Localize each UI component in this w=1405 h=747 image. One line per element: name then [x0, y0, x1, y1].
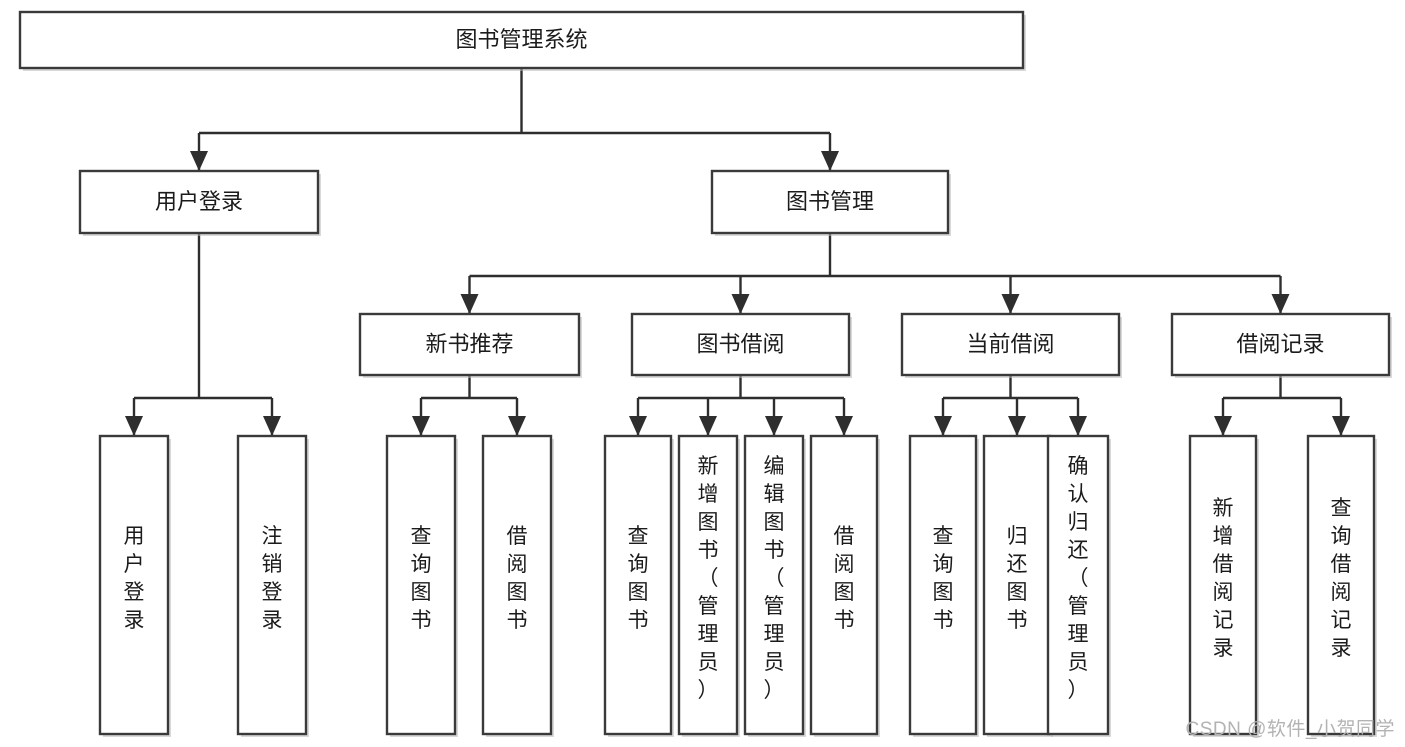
node-label: 借阅记录	[1236, 331, 1324, 356]
arrow-head-icon	[460, 294, 479, 314]
arrow-head-icon	[821, 151, 839, 171]
node-box	[908, 434, 978, 736]
edge-group-new-book-recommend	[412, 375, 526, 436]
node-box	[481, 434, 553, 736]
node-book-manage[interactable]: 图书管理	[710, 169, 951, 236]
node-leaf-borrow-book-1[interactable]: 借阅图书	[481, 434, 554, 737]
node-label: 查询借阅记录	[1331, 497, 1352, 660]
node-box	[78, 169, 320, 235]
arrow-head-icon	[1332, 416, 1350, 436]
node-borrow-record[interactable]: 借阅记录	[1170, 312, 1392, 378]
node-box	[1188, 434, 1258, 736]
node-label: 当前借阅	[966, 331, 1054, 356]
node-label: 注销登录	[262, 525, 283, 632]
node-box	[385, 434, 457, 736]
node-label: 新增借阅记录	[1213, 497, 1234, 660]
edge-group-book-manage	[460, 233, 1290, 314]
arrow-head-icon	[190, 151, 208, 171]
node-label: 图书管理系统	[455, 27, 587, 52]
edge-group-borrow-record	[1214, 375, 1350, 436]
node-leaf-return-book[interactable]: 归还图书	[982, 434, 1053, 737]
node-leaf-user-login[interactable]: 用户登录	[98, 434, 171, 737]
node-box	[743, 434, 805, 736]
node-leaf-query-borrow-record[interactable]: 查询借阅记录	[1306, 434, 1377, 737]
node-leaf-query-book-3[interactable]: 查询图书	[908, 434, 979, 737]
node-box	[630, 312, 851, 377]
node-label: 归还图书	[1007, 525, 1028, 632]
arrow-head-icon	[1271, 294, 1290, 314]
node-box	[236, 434, 308, 736]
node-box	[809, 434, 879, 736]
node-leaf-edit-book[interactable]: 编辑图书（管理员）	[743, 434, 806, 737]
arrow-head-icon	[629, 416, 647, 436]
node-box	[677, 434, 739, 736]
arrow-head-icon	[1214, 416, 1232, 436]
node-label: 确认归还（管理员）	[1068, 455, 1089, 702]
node-root[interactable]: 图书管理系统	[18, 10, 1026, 71]
node-new-book-recommend[interactable]: 新书推荐	[358, 312, 582, 378]
node-label: 查询图书	[933, 525, 954, 632]
arrow-head-icon	[508, 416, 526, 436]
node-label: 借阅图书	[507, 525, 528, 632]
node-box	[900, 312, 1121, 377]
arrow-head-icon	[934, 416, 952, 436]
edge-group-user-login	[125, 233, 281, 436]
arrow-head-icon	[835, 416, 853, 436]
node-label: 借阅图书	[834, 525, 855, 632]
edge-group-current-borrow	[934, 375, 1087, 436]
node-label: 用户登录	[155, 189, 243, 214]
node-layer: 图书管理系统用户登录图书管理新书推荐图书借阅当前借阅借阅记录用户登录注销登录查询…	[18, 10, 1392, 737]
arrow-head-icon	[699, 416, 717, 436]
node-label: 用户登录	[124, 525, 145, 632]
node-label: 新书推荐	[425, 331, 513, 356]
node-box	[358, 312, 581, 377]
node-box	[603, 434, 673, 736]
node-label: 新增图书（管理员）	[698, 455, 719, 702]
node-leaf-confirm-return[interactable]: 确认归还（管理员）	[1046, 434, 1111, 737]
node-user-login[interactable]: 用户登录	[78, 169, 321, 236]
arrow-head-icon	[1008, 416, 1026, 436]
node-box	[710, 169, 950, 235]
node-current-borrow[interactable]: 当前借阅	[900, 312, 1122, 378]
arrow-head-icon	[731, 294, 750, 314]
node-label: 图书借阅	[696, 331, 784, 356]
node-label: 图书管理	[786, 189, 874, 214]
arrow-head-icon	[1001, 294, 1020, 314]
node-leaf-user-logout[interactable]: 注销登录	[236, 434, 309, 737]
node-box	[98, 434, 170, 736]
arrow-head-icon	[263, 416, 281, 436]
arrow-head-icon	[412, 416, 430, 436]
arrow-head-icon	[765, 416, 783, 436]
node-leaf-query-book-2[interactable]: 查询图书	[603, 434, 674, 737]
node-leaf-add-book[interactable]: 新增图书（管理员）	[677, 434, 740, 737]
node-leaf-add-borrow-record[interactable]: 新增借阅记录	[1188, 434, 1259, 737]
watermark-text: CSDN @软件_小贺同学	[1185, 719, 1395, 740]
arrow-head-icon	[1069, 416, 1087, 436]
arrow-head-icon	[125, 416, 143, 436]
node-leaf-query-book-1[interactable]: 查询图书	[385, 434, 458, 737]
edge-group-book-borrow	[629, 375, 853, 436]
node-box	[18, 10, 1025, 70]
connector-layer	[125, 68, 1350, 436]
node-box	[1306, 434, 1376, 736]
node-label: 查询图书	[628, 525, 649, 632]
edge-group-root	[190, 68, 839, 171]
node-box	[1170, 312, 1391, 377]
node-leaf-borrow-book-2[interactable]: 借阅图书	[809, 434, 880, 737]
node-label: 编辑图书（管理员）	[764, 455, 785, 702]
node-book-borrow[interactable]: 图书借阅	[630, 312, 852, 378]
node-label: 查询图书	[411, 525, 432, 632]
node-box	[1046, 434, 1110, 736]
